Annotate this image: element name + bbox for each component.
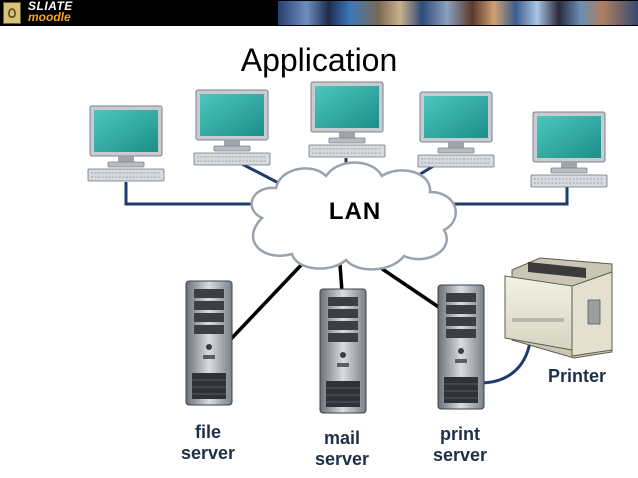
cable-mail-server bbox=[338, 263, 344, 293]
workstation-1 bbox=[87, 105, 165, 182]
printer-icon bbox=[504, 257, 613, 359]
workstation-3 bbox=[308, 81, 386, 158]
cable-workstation-5 bbox=[442, 186, 569, 206]
logo-text-sliate: SLIATE bbox=[28, 0, 73, 13]
cable-workstation-1 bbox=[124, 182, 262, 206]
workstation-2 bbox=[193, 89, 271, 166]
file-server-label: file server bbox=[168, 422, 248, 464]
printer-label: Printer bbox=[547, 366, 607, 386]
mail-server-label: mail server bbox=[302, 428, 382, 470]
print-server bbox=[437, 284, 485, 410]
print-server-label: print server bbox=[420, 424, 500, 466]
crest-logo-icon bbox=[3, 2, 21, 24]
workstation-5 bbox=[530, 111, 608, 188]
slide-title: Application bbox=[240, 42, 398, 78]
banner-photo-strip bbox=[278, 1, 638, 25]
cable-print-server bbox=[371, 260, 447, 314]
file-server bbox=[185, 280, 233, 406]
cable-printer bbox=[479, 341, 532, 385]
file-server-label-line1: file bbox=[194, 422, 221, 442]
logo-text-moodle: moodle bbox=[28, 10, 71, 24]
print-server-label-line2: server bbox=[432, 445, 488, 465]
site-logo[interactable]: SLIATE moodle bbox=[28, 0, 73, 24]
file-server-label-line2: server bbox=[180, 443, 236, 463]
print-server-label-line1: print bbox=[440, 424, 480, 444]
site-banner: SLIATE moodle bbox=[0, 0, 638, 26]
workstation-4 bbox=[417, 91, 495, 168]
mail-server bbox=[319, 288, 367, 414]
server-cables bbox=[228, 260, 447, 342]
mail-server-label-line2: server bbox=[314, 449, 370, 469]
lan-cloud-icon bbox=[250, 161, 457, 271]
cable-file-server bbox=[228, 260, 306, 342]
lan-label: LAN bbox=[328, 198, 382, 225]
mail-server-label-line1: mail bbox=[323, 428, 361, 448]
